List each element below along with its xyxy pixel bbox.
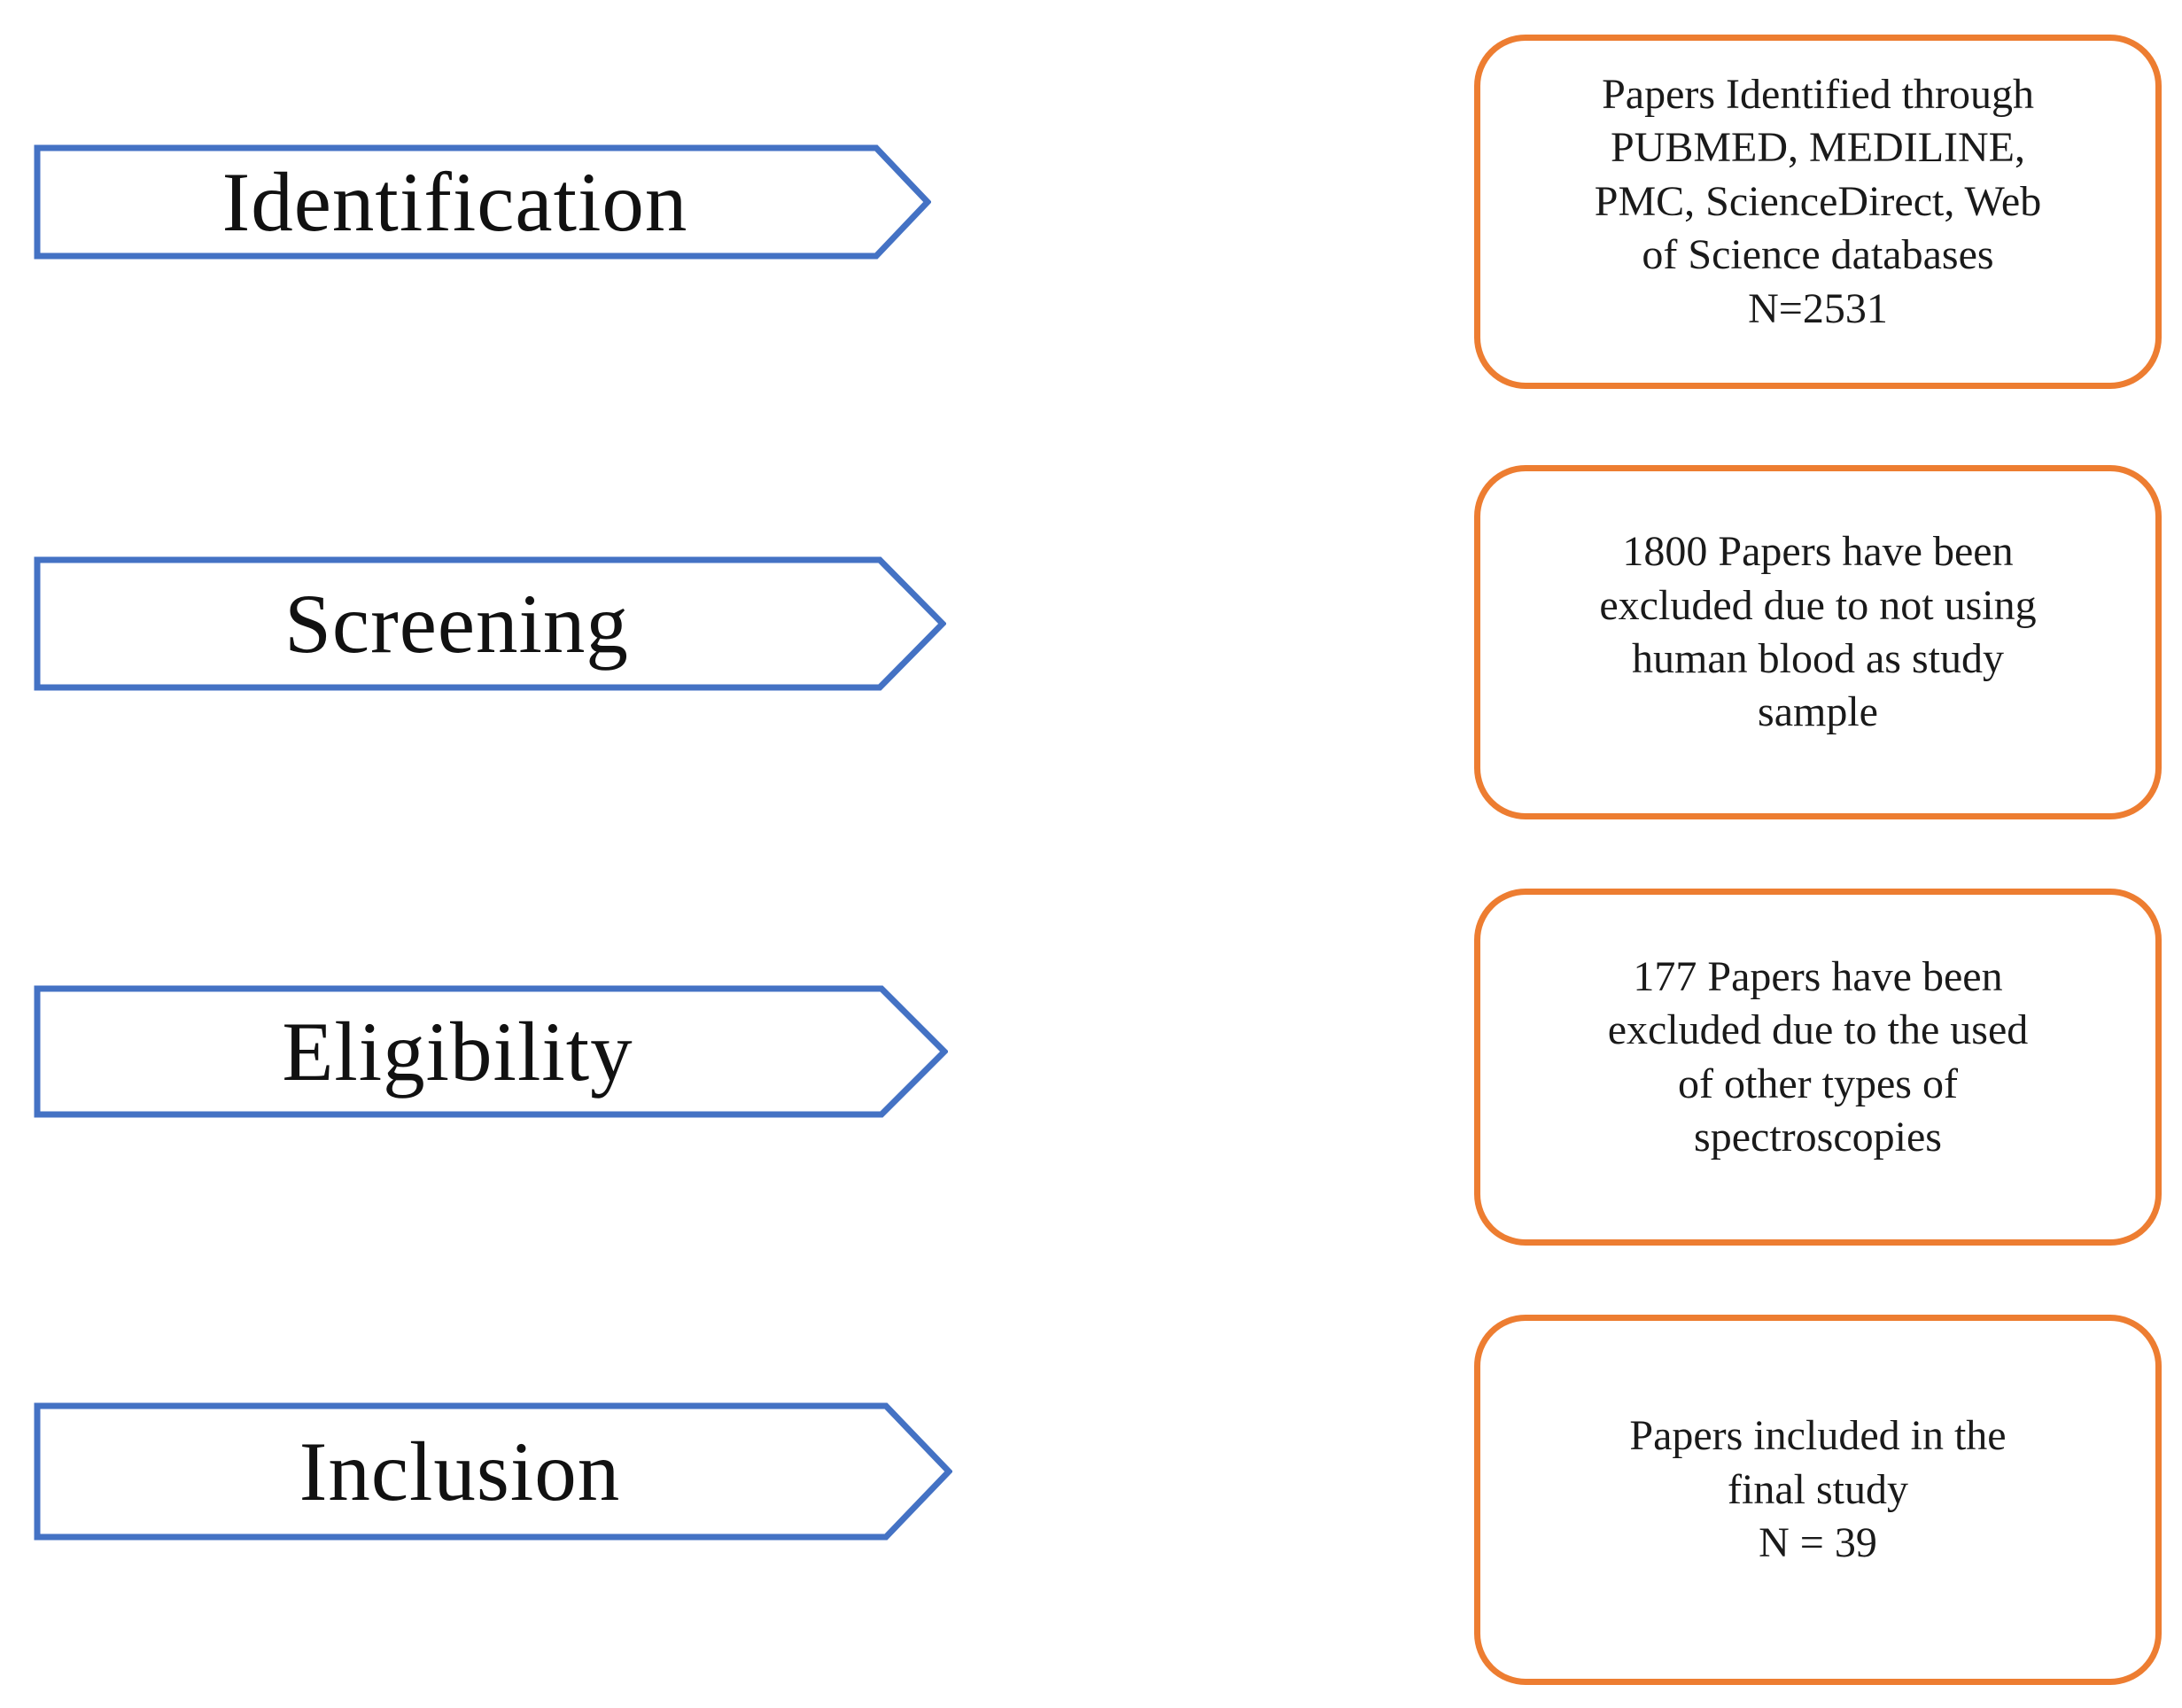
box-eligibility-excluded: 177 Papers have been excluded due to the… bbox=[1474, 889, 2162, 1246]
pentagon-arrow-icon bbox=[34, 985, 948, 1118]
pentagon-arrow-icon bbox=[34, 144, 931, 260]
box-identified-papers: Papers Identified through PUBMED, MEDILI… bbox=[1474, 35, 2162, 389]
stage-arrow-identification: Identification bbox=[34, 144, 931, 260]
box-included-papers: Papers included in the final study N = 3… bbox=[1474, 1315, 2162, 1685]
stage-arrow-inclusion: Inclusion bbox=[34, 1402, 952, 1541]
pentagon-arrow-icon bbox=[34, 1402, 952, 1541]
stage-arrow-eligibility: Eligibility bbox=[34, 985, 948, 1118]
stage-arrow-screening: Screening bbox=[34, 556, 946, 691]
pentagon-arrow-icon bbox=[34, 556, 946, 691]
box-screening-excluded: 1800 Papers have been excluded due to no… bbox=[1474, 465, 2162, 819]
